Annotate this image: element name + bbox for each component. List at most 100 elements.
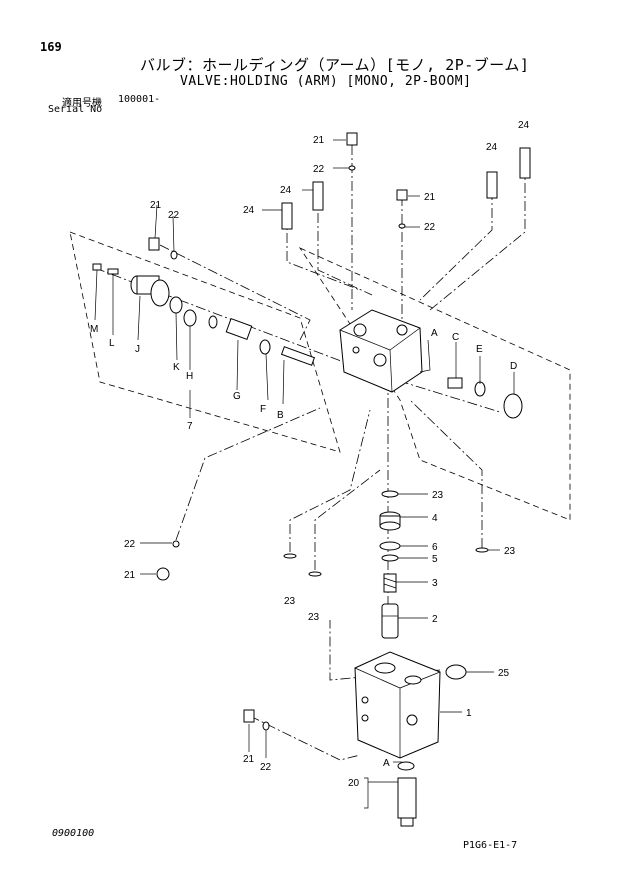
part-2-poppet: [381, 603, 399, 639]
callout-22-left: 22: [168, 210, 180, 221]
callout-24-b: 24: [243, 205, 255, 216]
footer-code-right: P1G6-E1-7: [463, 840, 518, 851]
part-B-spool: [280, 346, 316, 366]
callout-24-a: 24: [280, 185, 292, 196]
centerline-bolt-24a: [317, 195, 373, 296]
part-K-o-ring: [169, 296, 183, 314]
callout-23-c: 23: [308, 612, 320, 623]
part-22-washer-top: [348, 165, 356, 171]
callout-H: H: [186, 371, 193, 382]
part-23-o-ring-a: [381, 490, 399, 498]
callout-D: D: [510, 361, 517, 372]
callout-3: 3: [432, 578, 438, 589]
callout-23-b: 23: [284, 596, 296, 607]
callout-22-bottom: 22: [260, 762, 272, 773]
callout-G: G: [233, 391, 241, 402]
part-22-washer-left: [170, 250, 178, 260]
callout-22-top: 22: [313, 164, 325, 175]
part-24-bolt-d: [519, 147, 531, 179]
upper-block-outline: [298, 247, 571, 521]
part-F-washer: [259, 339, 271, 355]
callout-22-right: 22: [424, 222, 436, 233]
part-24-bolt-b: [281, 202, 293, 230]
part-22-washer-right: [398, 223, 406, 229]
callout-K: K: [173, 362, 180, 373]
centerline-lower-left: [175, 407, 321, 541]
callout-23-a: 23: [432, 490, 444, 501]
part-J-cap: [130, 275, 170, 307]
part-21-bolt-right: [396, 189, 408, 201]
part-22-washer-bottom: [262, 721, 270, 731]
centerline-bolt-24b: [286, 215, 361, 291]
part-25-o-ring: [445, 664, 467, 680]
callout-21-left: 21: [150, 200, 162, 211]
part-L-pin: [107, 268, 119, 275]
part-24-bolt-a: [312, 181, 324, 211]
part-1-valve-body: [354, 651, 441, 759]
serial-label-japanese: 適用号機: [62, 98, 102, 109]
callout-24-d: 24: [518, 120, 530, 131]
callout-C: C: [452, 332, 459, 343]
callout-A-bottom: A: [383, 758, 390, 769]
part-21-bolt-bottom: [243, 709, 255, 723]
callout-F: F: [260, 404, 266, 415]
centerline-23-b: [289, 409, 371, 552]
callout-J: J: [135, 344, 140, 355]
callout-2: 2: [432, 614, 438, 625]
callout-B: B: [277, 410, 284, 421]
centerline-23-c: [314, 469, 381, 570]
part-21-bolt-left: [148, 237, 160, 251]
callout-22-low: 22: [124, 539, 136, 550]
part-21-plug-low: [156, 567, 170, 581]
part-4-plug: [379, 511, 401, 531]
serial-value: 100001-: [118, 94, 161, 105]
part-3-spring: [383, 573, 397, 593]
title-english: VALVE:HOLDING (ARM) [MONO, 2P-BOOM]: [180, 74, 472, 89]
centerline-23-right: [409, 399, 483, 548]
callout-21-low: 21: [124, 570, 136, 581]
callout-1: 1: [466, 708, 472, 719]
part-I-ring: [208, 315, 218, 329]
callout-7: 7: [187, 421, 193, 432]
centerline-left-bolt: [159, 244, 311, 341]
callout-L: L: [109, 338, 115, 349]
part-23-o-ring-right: [475, 547, 489, 553]
callout-23-right: 23: [504, 546, 516, 557]
page-number: 169: [40, 40, 62, 54]
callout-4: 4: [432, 513, 438, 524]
part-M-pin: [92, 263, 102, 271]
callout-21-bottom: 21: [243, 754, 255, 765]
subassembly-7-outline: [69, 231, 341, 453]
centerline-24d: [429, 165, 526, 311]
centerline-24c: [419, 190, 493, 301]
part-23-o-ring-b: [283, 553, 297, 559]
callout-21-right: 21: [424, 192, 436, 203]
serial-label-english: Serial No: [48, 104, 103, 115]
callout-E: E: [476, 344, 483, 355]
part-E-o-ring: [474, 381, 486, 397]
callout-A: A: [431, 328, 438, 339]
part-21-bolt-top: [346, 132, 358, 146]
part-24-bolt-c: [486, 171, 498, 199]
part-C-plug: [447, 377, 463, 389]
callout-20: 20: [348, 778, 360, 789]
part-22-washer-low: [172, 540, 180, 548]
title-japanese: バルブ：ホールディング（アーム）[モノ, 2P-ブーム]: [140, 56, 530, 74]
part-23-o-ring-c: [308, 571, 322, 577]
callout-25: 25: [498, 668, 510, 679]
part-6-o-ring: [379, 541, 401, 551]
part-A-valve-block: [339, 309, 423, 393]
callout-M: M: [90, 324, 98, 335]
callout-6: 6: [432, 542, 438, 553]
part-5-ring: [381, 554, 399, 562]
part-H-washer: [183, 309, 197, 327]
centerline-bottom-bolt: [249, 715, 361, 761]
footer-code-left: 0900100: [52, 828, 95, 839]
part-D-cap: [503, 393, 523, 419]
callout-5: 5: [432, 554, 438, 565]
part-G-spring: [225, 318, 253, 340]
callout-24-c: 24: [486, 142, 498, 153]
callout-21-top: 21: [313, 135, 325, 146]
part-20-cartridge: [397, 761, 417, 827]
